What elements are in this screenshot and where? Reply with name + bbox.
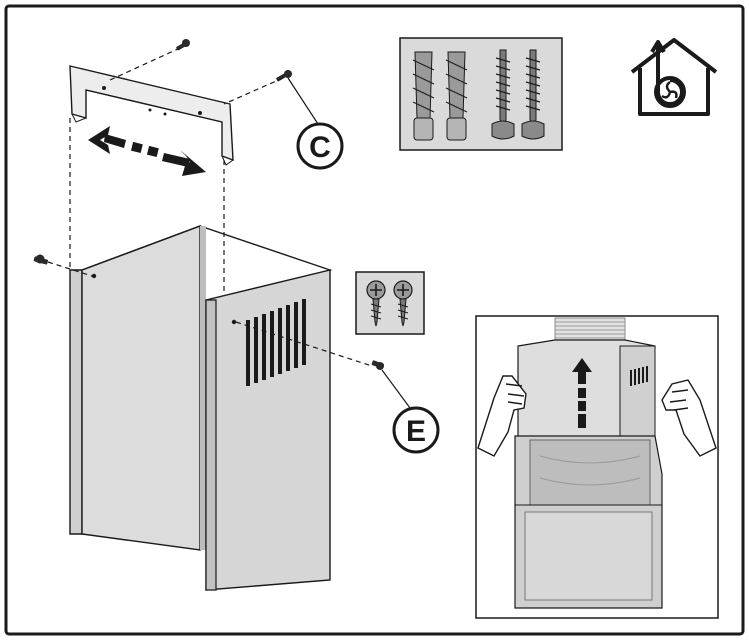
wall-plug-icon (445, 51, 468, 141)
lift-up-arrow-icon (572, 358, 592, 428)
lower-chimney-cover (69, 224, 333, 591)
hardware-box-small-screws (355, 271, 425, 335)
wall-plug-icon (412, 51, 435, 141)
inset-lift-upper-chimney (475, 315, 719, 619)
house-ducted-extraction-icon (630, 38, 718, 116)
pan-head-screw-icon (366, 280, 386, 327)
callout-e-label: E (406, 415, 426, 448)
pan-head-screw-icon (393, 280, 413, 327)
cover-screw-right (235, 321, 385, 370)
left-hand-icon (477, 375, 527, 457)
vent-slots (246, 299, 306, 386)
upper-mounting-bracket (69, 65, 234, 166)
callout-c: C (287, 77, 344, 170)
cover-screw-left (33, 254, 93, 277)
right-hand-icon (661, 379, 717, 457)
hardware-box-plugs-screws (399, 37, 563, 151)
adjust-double-arrow-icon (88, 126, 206, 176)
wood-screw-icon (521, 49, 545, 140)
guide-lines-upper (69, 47, 284, 300)
wood-screw-icon (491, 49, 515, 140)
callout-c-label: C (309, 131, 331, 164)
callout-e: E (381, 369, 440, 454)
